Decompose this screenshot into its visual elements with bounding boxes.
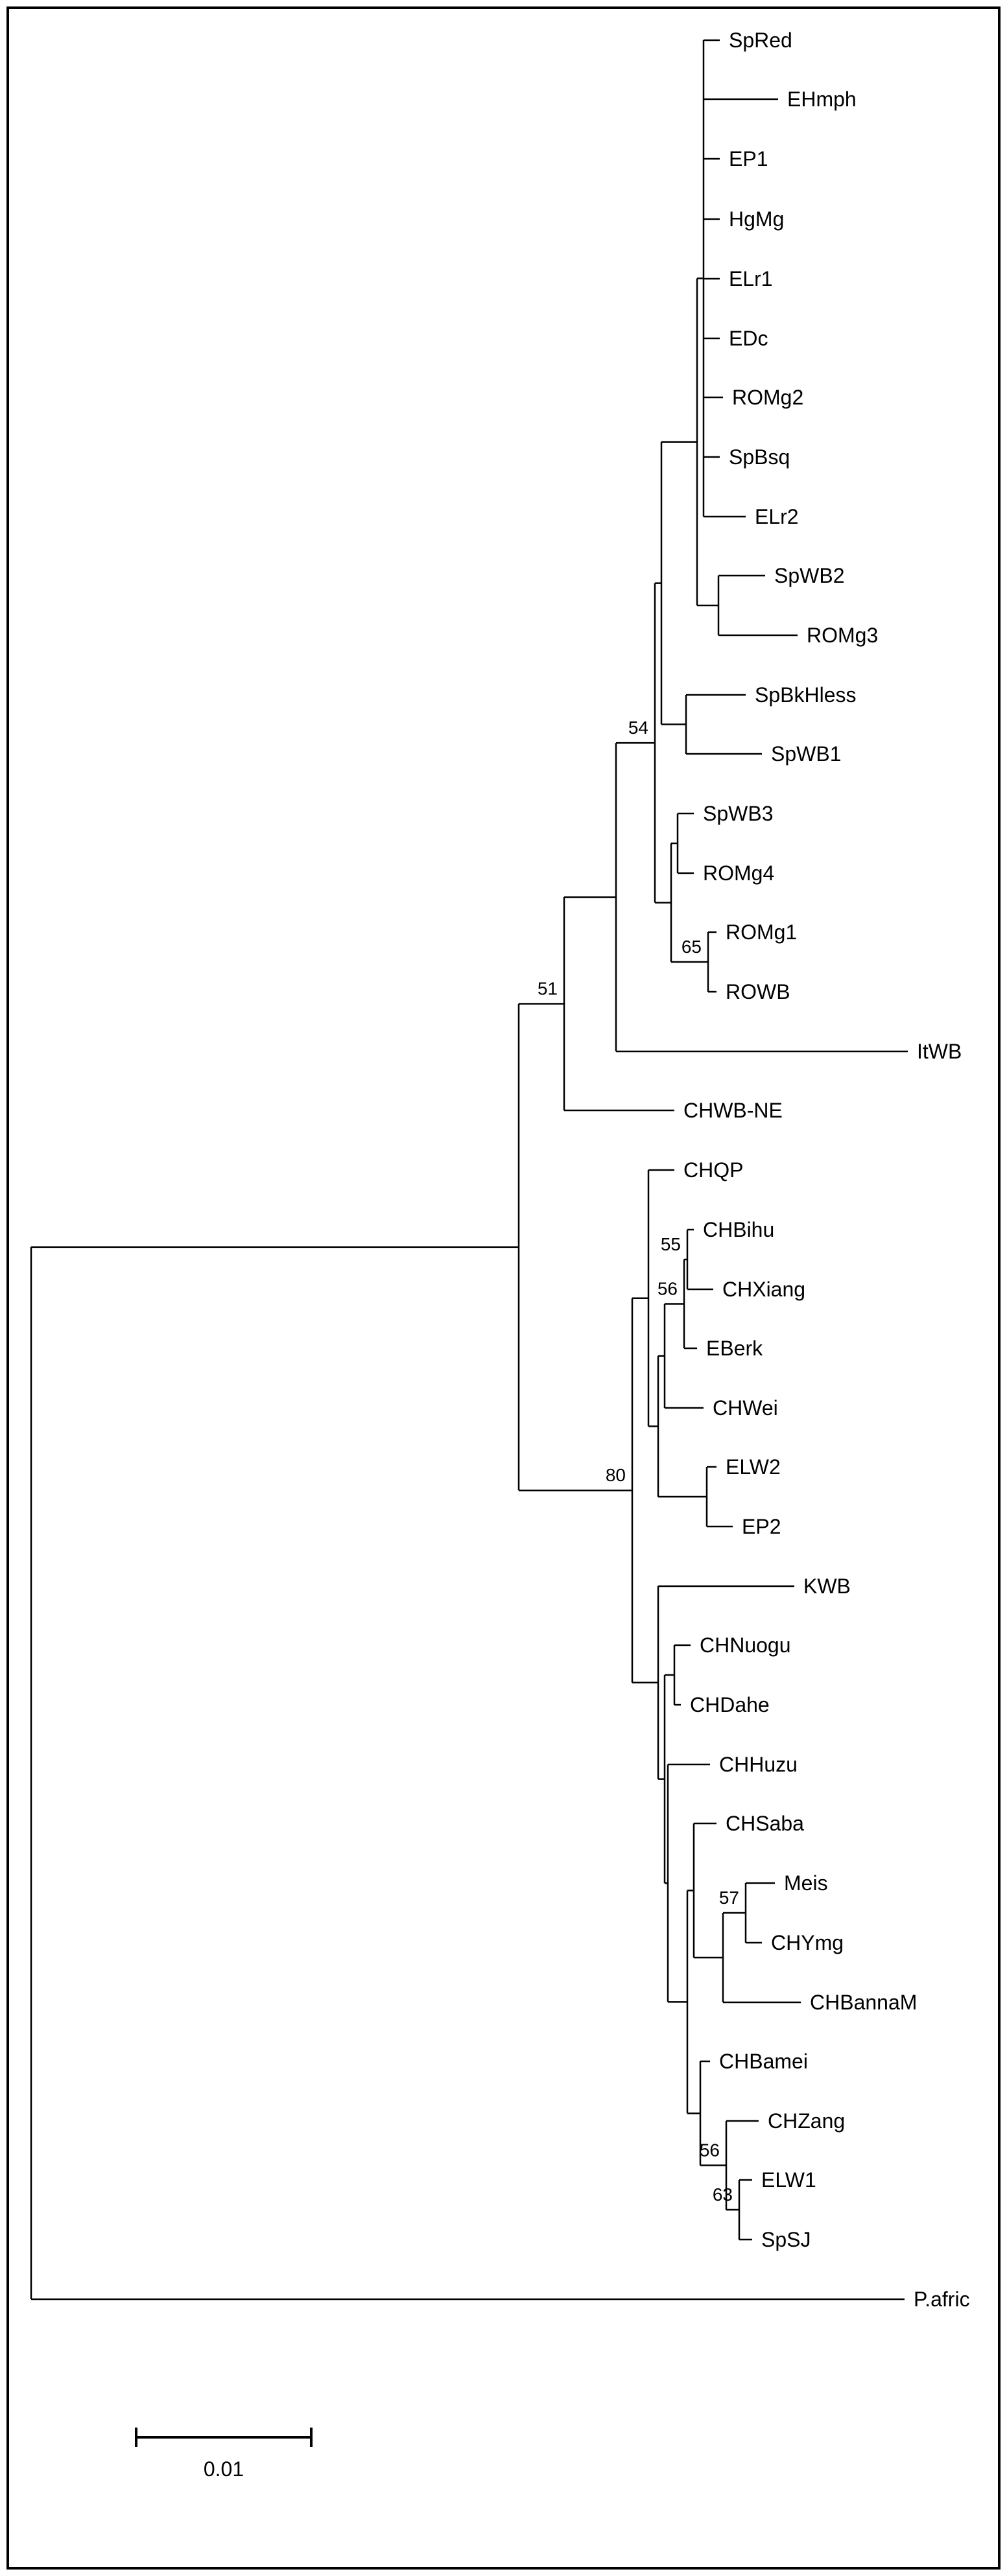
taxon-label-SpWB1: SpWB1: [771, 742, 841, 766]
taxon-label-EP1: EP1: [729, 147, 768, 170]
taxon-label-CHXiang: CHXiang: [722, 1278, 805, 1301]
taxon-label-EP2: EP2: [742, 1515, 781, 1538]
taxon-label-Meis: Meis: [784, 1871, 828, 1895]
taxon-label-ROWB: ROWB: [726, 980, 790, 1003]
taxon-label-ROMg1: ROMg1: [726, 920, 797, 944]
bootstrap-bihu_group: 55: [661, 1234, 681, 1254]
taxon-label-CHYmg: CHYmg: [771, 1931, 844, 1954]
taxon-label-CHBihu: CHBihu: [703, 1218, 774, 1241]
bootstrap-asian_clade: 80: [606, 1465, 626, 1485]
taxon-labels: SpRedEHmphEP1HgMgELr1EDcROMg2SpBsqELr2Sp…: [683, 29, 970, 2311]
taxon-label-ItWB: ItWB: [917, 1040, 962, 1063]
taxon-label-SpRed: SpRed: [729, 29, 792, 52]
taxon-label-P.afric: P.afric: [914, 2288, 970, 2311]
taxon-label-ELr1: ELr1: [729, 267, 773, 290]
taxon-label-ELW1: ELW1: [761, 2168, 816, 2192]
taxon-label-EHmph: EHmph: [787, 88, 857, 111]
bootstrap-western_clade: 51: [538, 979, 558, 999]
taxon-label-ROMg4: ROMg4: [703, 861, 774, 885]
taxon-label-CHBannaM: CHBannaM: [810, 1991, 917, 2014]
scale-bar: 0.01: [135, 2428, 313, 2481]
taxon-label-CHWei: CHWei: [713, 1396, 778, 1420]
taxon-label-CHNuogu: CHNuogu: [700, 1633, 791, 1657]
taxon-label-EBerk: EBerk: [706, 1337, 763, 1360]
taxon-label-ROMg3: ROMg3: [807, 624, 878, 647]
taxon-label-SpWB3: SpWB3: [703, 802, 773, 825]
bootstrap-romg1_rowb: 65: [681, 937, 702, 957]
taxon-label-HgMg: HgMg: [729, 207, 784, 231]
tree-branches: [30, 39, 908, 2301]
taxon-label-CHHuzu: CHHuzu: [719, 1753, 798, 1776]
taxon-label-CHDahe: CHDahe: [690, 1693, 770, 1716]
figure-frame: [6, 6, 1001, 2570]
bootstrap-meis_cluster: 57: [719, 1888, 739, 1908]
taxon-label-ELW2: ELW2: [726, 1455, 781, 1479]
bootstrap-xiang_group: 56: [658, 1279, 678, 1299]
taxon-label-CHQP: CHQP: [683, 1158, 743, 1182]
taxon-label-SpBsq: SpBsq: [729, 445, 790, 469]
bootstrap-zang_group: 56: [700, 2140, 720, 2160]
taxon-label-SpBkHless: SpBkHless: [755, 683, 857, 707]
taxon-label-ROMg2: ROMg2: [732, 386, 803, 409]
bootstrap-values: 65 54 51 55 56 57 63 56 80: [538, 718, 739, 2205]
taxon-label-EDc: EDc: [729, 327, 768, 350]
taxon-label-CHBamei: CHBamei: [719, 2050, 808, 2073]
scale-bar-label: 0.01: [204, 2457, 244, 2481]
taxon-label-SpWB2: SpWB2: [774, 564, 844, 587]
taxon-label-CHWB-NE: CHWB-NE: [683, 1099, 783, 1122]
taxon-label-KWB: KWB: [803, 1575, 851, 1598]
bootstrap-elw1_spsj: 63: [713, 2184, 733, 2205]
bootstrap-european_clade: 54: [628, 718, 648, 738]
taxon-label-SpSJ: SpSJ: [761, 2228, 811, 2251]
taxon-label-CHZang: CHZang: [768, 2109, 845, 2133]
taxon-label-ELr2: ELr2: [755, 505, 799, 528]
taxon-label-CHSaba: CHSaba: [726, 1812, 804, 1835]
